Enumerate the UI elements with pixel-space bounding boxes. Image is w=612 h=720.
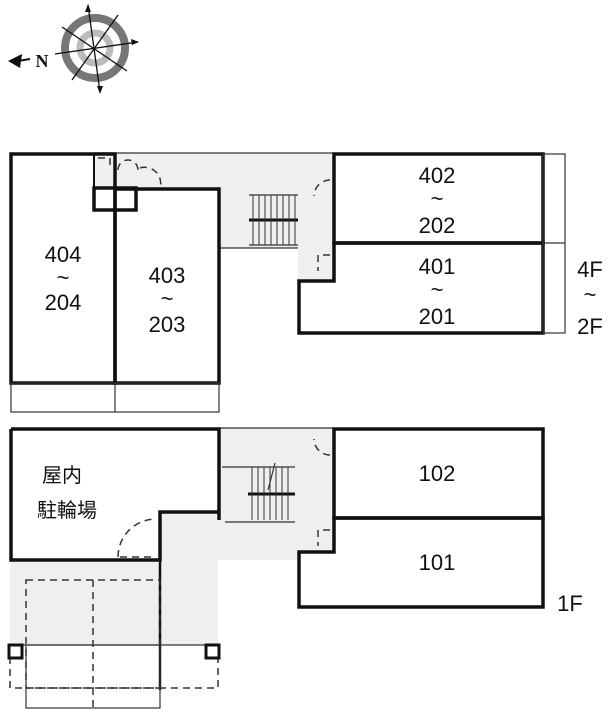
unit-label: ~ <box>57 265 70 290</box>
unit-label: 101 <box>419 550 456 575</box>
unit-label: ~ <box>431 277 444 302</box>
floor-label: 2F <box>577 314 603 339</box>
unit-101 <box>297 516 545 609</box>
unit-label: 401 <box>419 254 456 279</box>
compass-icon: N <box>8 4 139 94</box>
upper-floor-plan: 404 ~ 204 403 ~ 203 402 ~ 202 401 ~ 201 … <box>9 152 603 413</box>
unit-label: 202 <box>419 213 456 238</box>
unit-label: 102 <box>419 461 456 486</box>
ground-floor-plan: 屋内 駐輪場 102 101 1F <box>7 427 583 709</box>
north-label: N <box>36 51 49 71</box>
unit-label: 404 <box>45 242 82 267</box>
unit-label: 403 <box>149 263 186 288</box>
unit-label: 402 <box>419 163 456 188</box>
unit-label: 204 <box>45 290 82 315</box>
bike-parking-label: 屋内 <box>42 463 82 487</box>
unit-label: 203 <box>149 312 186 337</box>
bike-parking-label: 駐輪場 <box>37 498 97 522</box>
floor-label: 1F <box>557 591 583 616</box>
stairs-icon <box>219 194 298 249</box>
stairs-icon <box>222 462 295 523</box>
unit-label: ~ <box>431 186 444 211</box>
unit-label: 201 <box>419 304 456 329</box>
unit-label: ~ <box>161 286 174 311</box>
floor-label: ~ <box>584 282 597 307</box>
floor-label: 4F <box>577 257 603 282</box>
